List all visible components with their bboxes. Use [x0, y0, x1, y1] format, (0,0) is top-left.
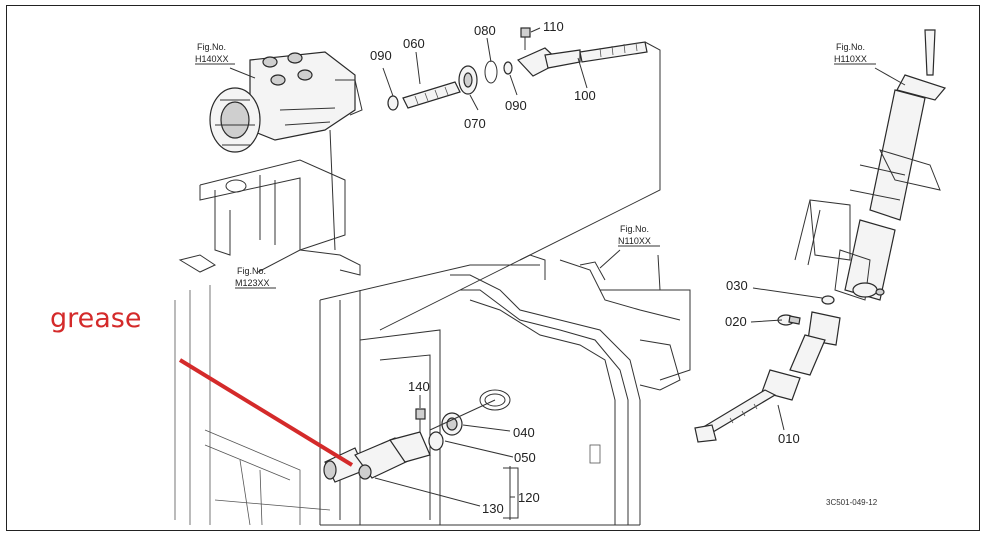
steering-column-drawing	[794, 29, 947, 301]
part-label-100: 100	[574, 88, 596, 103]
figure-ref-m123-line1: Fig.No.	[237, 266, 266, 276]
bolt-020	[777, 314, 801, 326]
grease-label: grease	[50, 303, 141, 334]
tractor-frame-drawing	[174, 285, 331, 526]
figure-ref-h110-line2: H110XX	[834, 54, 867, 64]
part-label-130: 130	[482, 501, 504, 516]
leader-lines	[229, 27, 906, 520]
grease-annotation: grease	[50, 303, 354, 467]
part-label-120: 120	[518, 490, 540, 505]
steering-shaft-010	[694, 311, 841, 443]
steering-unit-drawing	[178, 51, 363, 276]
figure-ref-h110-line1: Fig.No.	[836, 42, 865, 52]
part-labels: 090 060 080 110 070 090 100 030 020 010 …	[370, 19, 800, 516]
part-label-110: 110	[543, 19, 564, 34]
figure-ref-n110-line2: N110XX	[618, 236, 651, 246]
panel-opening	[479, 389, 511, 411]
part-label-050: 050	[514, 450, 536, 465]
figure-ref-h140-line2: H140XX	[195, 54, 229, 64]
upper-shaft-parts	[387, 27, 648, 111]
part-label-020: 020	[725, 314, 747, 329]
dashboard-panel-drawing	[319, 254, 691, 526]
washer-030	[821, 295, 835, 305]
part-label-090-second: 090	[505, 98, 527, 113]
figure-ref-h140-line1: Fig.No.	[197, 42, 226, 52]
lower-joint-parts	[323, 408, 463, 483]
figure-ref-h140: Fig.No. H140XX	[195, 42, 235, 65]
part-label-060: 060	[403, 36, 425, 51]
diagram-frame	[6, 5, 980, 531]
figure-ref-m123: Fig.No. M123XX	[235, 266, 276, 289]
grease-pointer-line	[178, 358, 354, 467]
part-label-090: 090	[370, 48, 392, 63]
figure-ref-h110: Fig.No. H110XX	[834, 42, 876, 65]
part-label-080: 080	[474, 23, 496, 38]
figure-ref-m123-line2: M123XX	[235, 278, 270, 288]
drawing-code: 3C501-049-12	[826, 498, 878, 507]
part-label-010: 010	[778, 431, 800, 446]
figure-ref-n110-line1: Fig.No.	[620, 224, 649, 234]
part-label-070: 070	[464, 116, 486, 131]
part-label-040: 040	[513, 425, 535, 440]
part-label-140: 140	[408, 379, 430, 394]
figure-ref-n110: Fig.No. N110XX	[618, 224, 660, 247]
part-label-030: 030	[726, 278, 748, 293]
